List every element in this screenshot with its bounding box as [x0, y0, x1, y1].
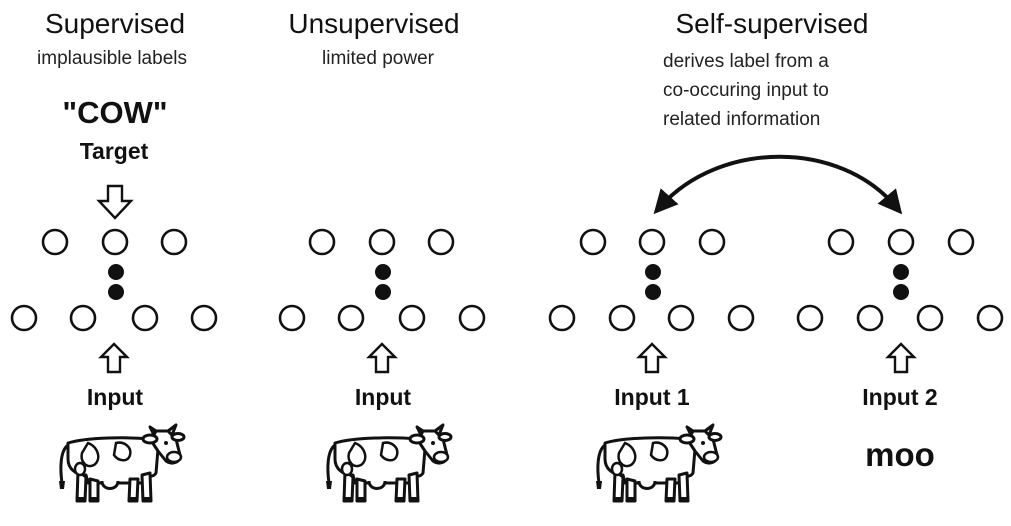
unsupervised-subtitle: limited power — [322, 48, 435, 69]
network-unsupervised — [278, 228, 486, 332]
input-node — [69, 304, 97, 332]
self-supervised-subtitle-line-3: related information — [663, 109, 820, 130]
input-node — [337, 304, 365, 332]
output-node — [698, 228, 726, 256]
network-self-supervised-1 — [548, 228, 755, 332]
target-label: Target — [80, 138, 149, 164]
unsupervised-title: Unsupervised — [288, 8, 459, 39]
self-supervised-subtitle-line-1: derives label from a — [663, 51, 829, 72]
up-arrow-icon — [886, 342, 916, 374]
hidden-layer-dot — [645, 284, 661, 300]
cow-icon — [594, 423, 723, 504]
output-node — [368, 228, 396, 256]
double-headed-arrow-icon — [653, 154, 903, 215]
input-node — [458, 304, 486, 332]
output-node — [41, 228, 69, 256]
input-2-label: Input 2 — [862, 384, 937, 410]
input-node — [190, 304, 218, 332]
cow-icon — [324, 423, 453, 504]
output-node — [827, 228, 855, 256]
output-node — [947, 228, 975, 256]
input-node — [10, 304, 38, 332]
network-self-supervised-2 — [796, 228, 1004, 332]
input-2-text: moo — [865, 436, 935, 473]
input-node — [856, 304, 884, 332]
input-1-label: Input 1 — [614, 384, 690, 410]
input-node — [278, 304, 306, 332]
hidden-layer-dot — [893, 284, 909, 300]
up-arrow-icon — [637, 342, 667, 374]
supervised-subtitle: implausible labels — [37, 48, 187, 69]
input-label: Input — [355, 384, 412, 410]
supervised-title: Supervised — [45, 8, 185, 39]
self-supervised-subtitle-line-2: co-occuring input to — [663, 80, 829, 101]
hidden-layer-dot — [108, 284, 124, 300]
output-node — [427, 228, 455, 256]
hidden-layer-dot — [645, 264, 661, 280]
down-arrow-icon — [97, 184, 133, 220]
target-value: "COW" — [62, 95, 167, 130]
input-node — [608, 304, 636, 332]
hidden-layer-dot — [893, 264, 909, 280]
input-node — [548, 304, 576, 332]
input-node — [727, 304, 755, 332]
input-node — [796, 304, 824, 332]
input-node — [398, 304, 426, 332]
self-supervised-title: Self-supervised — [676, 8, 869, 39]
input-node — [131, 304, 159, 332]
input-node — [976, 304, 1004, 332]
output-node — [638, 228, 666, 256]
network-supervised — [10, 228, 218, 332]
output-node — [887, 228, 915, 256]
hidden-layer-dot — [375, 264, 391, 280]
hidden-layer-dot — [108, 264, 124, 280]
up-arrow-icon — [99, 342, 129, 374]
input-label: Input — [87, 384, 144, 410]
input-node — [667, 304, 695, 332]
output-node — [160, 228, 188, 256]
up-arrow-icon — [367, 342, 397, 374]
cow-icon — [57, 423, 186, 504]
output-node — [579, 228, 607, 256]
hidden-layer-dot — [375, 284, 391, 300]
input-node — [916, 304, 944, 332]
output-node — [308, 228, 336, 256]
output-node — [101, 228, 129, 256]
